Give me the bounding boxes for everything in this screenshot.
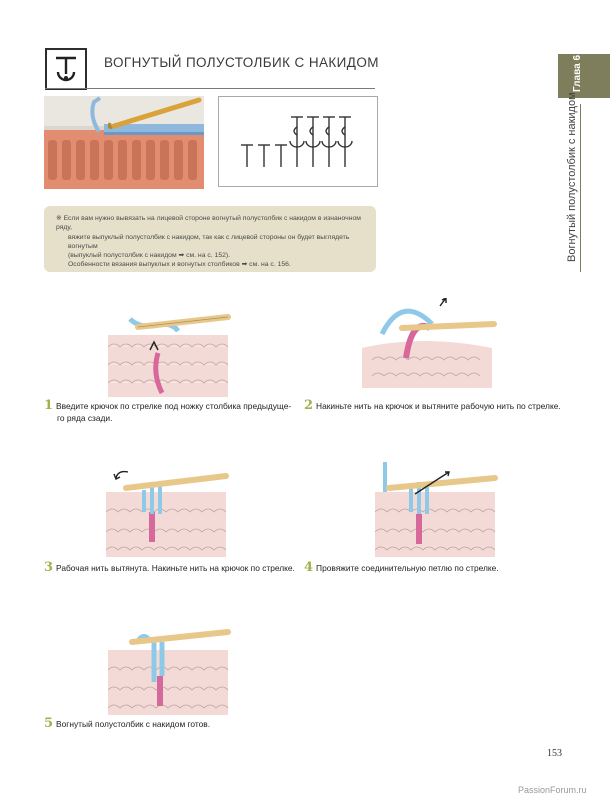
note-box: ※ Если вам нужно вывязать на лицевой сто… — [44, 206, 376, 272]
stitch-photo — [44, 96, 204, 189]
step-2-illustration — [362, 296, 497, 393]
step-text: Провяжите соединительную петлю по стрелк… — [316, 563, 499, 573]
page-title: ВОГНУТЫЙ ПОЛУСТОЛБИК С НАКИДОМ — [104, 55, 379, 70]
step-4-illustration — [374, 462, 500, 562]
step-3-illustration — [105, 462, 231, 562]
step-text: Введите крючок по стрелке под ножку стол… — [56, 401, 292, 411]
note-line: вяжите выпуклый полустолбик с накидом, т… — [68, 233, 350, 250]
step-5-illustration — [107, 620, 233, 720]
title-divider — [45, 88, 375, 89]
stitch-symbol-icon — [45, 48, 87, 90]
step-text: го ряда сзади. — [57, 413, 113, 423]
step-text: Накиньте нить на крючок и вытяните рабоч… — [316, 401, 561, 411]
note-line: ※ Если вам нужно вывязать на лицевой сто… — [56, 215, 361, 232]
step-text: Рабочая нить вытянута. Накиньте нить на … — [56, 563, 295, 573]
step-number: 2 — [304, 398, 314, 413]
side-divider — [580, 104, 581, 272]
page-number: 153 — [547, 748, 562, 759]
note-line: Особенности вязания выпуклых и вогнутых … — [68, 261, 291, 269]
chapter-label: Глава 6 — [572, 54, 583, 92]
watermark: PassionForum.ru — [518, 785, 587, 795]
step-text: Вогнутый полустолбик с накидом готов. — [56, 719, 211, 729]
chapter-tab: Глава 6 — [558, 54, 610, 98]
stitch-diagram — [218, 96, 378, 187]
note-line: (выпуклый полустолбик с накидом ➡ см. на… — [68, 252, 231, 260]
step-1-illustration — [107, 305, 233, 402]
note-text: ※ Если вам нужно вывязать на лицевой сто… — [56, 214, 368, 270]
section-title-vertical: Вогнутый полустолбик с накидом — [566, 92, 578, 262]
step-number: 3 — [44, 560, 54, 575]
step-number: 5 — [44, 716, 54, 731]
step-number: 1 — [44, 398, 54, 413]
step-number: 4 — [304, 560, 314, 575]
